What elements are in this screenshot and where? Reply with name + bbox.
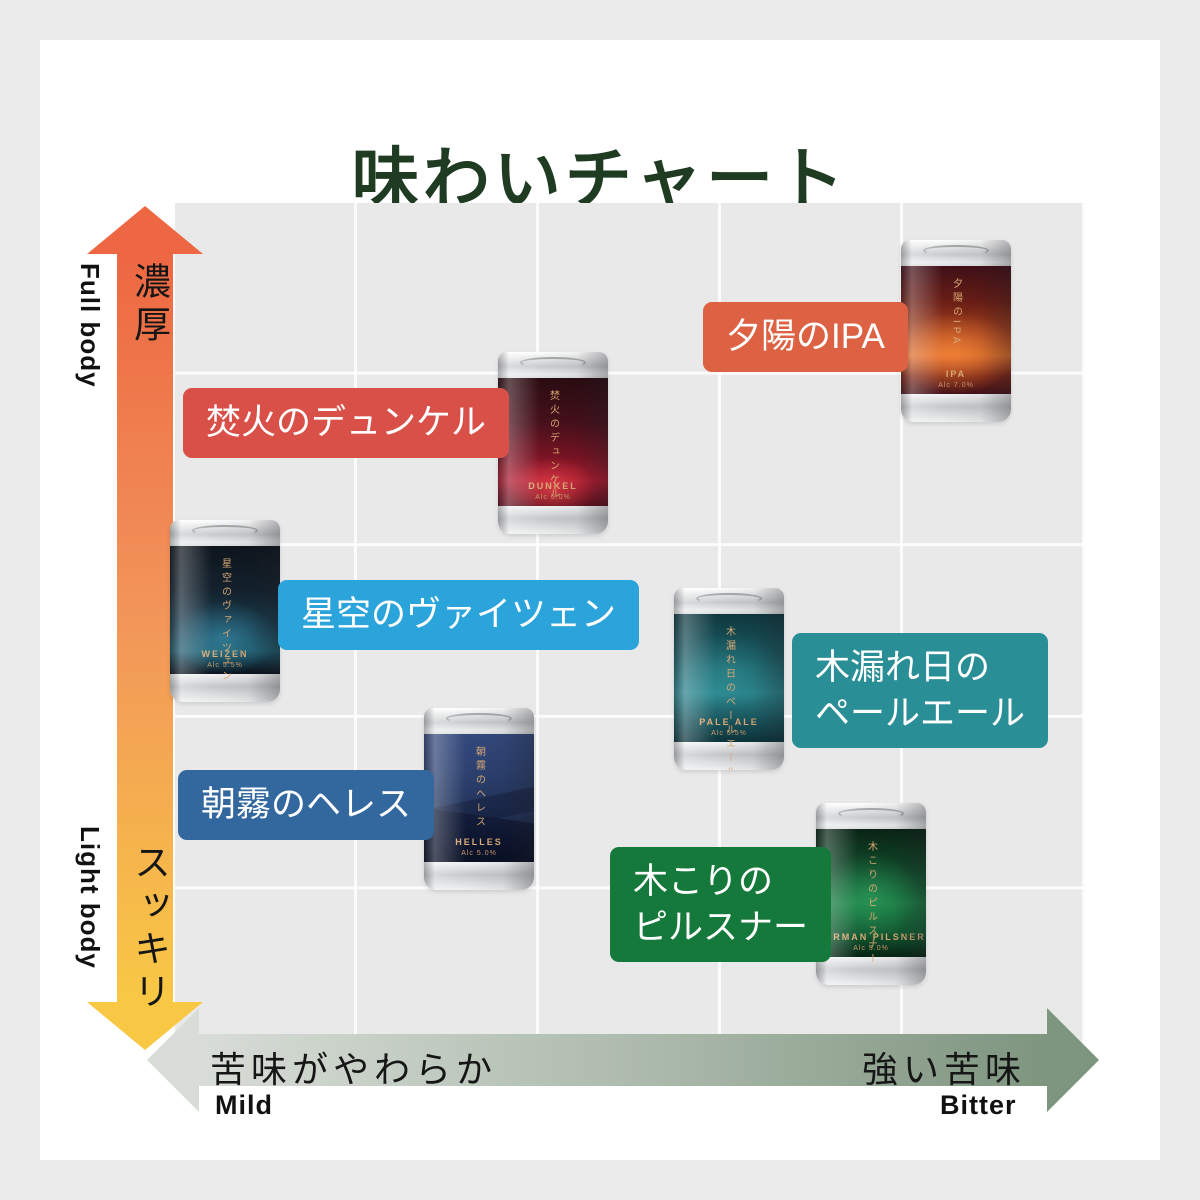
- axis-label-mild-jp: 苦味がやわらか: [210, 1049, 498, 1090]
- can-artwork-starry-sky: 星空のヴァイツェン WEIZEN Alc 5.5%: [170, 546, 280, 684]
- can-vertical-name: 夕陽のIPA: [950, 278, 962, 348]
- beer-name-tag-weizen: 星空のヴァイツェン: [278, 580, 640, 650]
- beer-name-tag-ipa: 夕陽のIPA: [703, 302, 908, 372]
- can-alc-text: Alc 5.0%: [535, 494, 571, 501]
- can-artwork-misty-mountains: 朝霧のヘレス HELLES Alc 5.0%: [424, 734, 534, 862]
- can-body: 星空のヴァイツェン WEIZEN Alc 5.5%: [170, 520, 280, 702]
- can-vertical-name: 朝霧のヘレス: [473, 746, 485, 830]
- axis-label-lightbody-en: Light body: [75, 826, 105, 969]
- tag-line: 星空のヴァイツェン: [301, 595, 617, 634]
- can-body: 木漏れ日のペールエール PALE ALE Alc 5.5%: [674, 588, 784, 770]
- can-vertical-name: 木漏れ日のペールエール: [723, 626, 735, 770]
- can-lid: [170, 520, 280, 546]
- can-body: 焚火のデュンケル DUNKEL Alc 5.0%: [498, 352, 608, 534]
- can-body: 夕陽のIPA IPA Alc 7.0%: [901, 240, 1011, 422]
- can-alc-text: Alc 7.0%: [938, 382, 974, 389]
- can-lid: [901, 240, 1011, 266]
- axis-label-fullbody-en: Full body: [75, 263, 105, 388]
- axis-label-mild-en: Mild: [215, 1090, 273, 1120]
- axis-label-lightbody-jp: スッキリ: [128, 843, 170, 1015]
- can-vertical-name: 焚火のデュンケル: [547, 390, 559, 502]
- beer-name-tag-pilsner: 木こりの ピルスナー: [610, 847, 832, 962]
- tag-line: 夕陽のIPA: [726, 317, 885, 356]
- can-body: 木こりのピルスナー GERMAN PILSNER Alc 5.0%: [816, 803, 926, 985]
- can-base: [901, 394, 1011, 422]
- tag-line: ペールエール: [815, 693, 1026, 733]
- arrowhead-left-icon: [147, 1008, 199, 1112]
- can-style-name: GERMAN PILSNER: [816, 932, 926, 942]
- beer-can-ipa: 夕陽のIPA IPA Alc 7.0%: [901, 240, 1011, 422]
- can-lid: [674, 588, 784, 614]
- can-body: 朝霧のヘレス HELLES Alc 5.0%: [424, 708, 534, 890]
- can-style-name: WEIZEN: [201, 649, 249, 659]
- can-alc-text: Alc 5.5%: [711, 730, 747, 737]
- can-artwork-forest-canopy: 木漏れ日のペールエール PALE ALE Alc 5.5%: [674, 614, 784, 770]
- can-base: [170, 674, 280, 702]
- arrowhead-up-icon: [87, 206, 203, 254]
- can-base: [674, 742, 784, 770]
- can-alc-text: Alc 5.5%: [207, 662, 243, 669]
- can-style-name: IPA: [945, 369, 967, 379]
- tag-line: 木こりの: [633, 862, 774, 901]
- can-style-name: DUNKEL: [528, 481, 578, 491]
- can-vertical-name: 木こりのピルスナー: [865, 841, 877, 967]
- tag-line: ピルスナー: [633, 907, 809, 947]
- tag-line: 焚火のデュンケル: [206, 403, 487, 442]
- can-style-name: HELLES: [455, 837, 503, 847]
- tag-line: 朝霧のヘレス: [201, 785, 412, 824]
- beer-name-tag-dunkel: 焚火のデュンケル: [183, 388, 510, 458]
- tag-line: 木漏れ日の: [815, 648, 991, 687]
- can-artwork-deep-forest: 木こりのピルスナー GERMAN PILSNER Alc 5.0%: [816, 829, 926, 967]
- can-alc-text: Alc 5.0%: [461, 850, 497, 857]
- beer-can-weizen: 星空のヴァイツェン WEIZEN Alc 5.5%: [170, 520, 280, 702]
- can-base: [424, 862, 534, 890]
- can-artwork-campfire: 焚火のデュンケル DUNKEL Alc 5.0%: [498, 378, 608, 506]
- can-lid: [424, 708, 534, 734]
- beer-can-dunkel: 焚火のデュンケル DUNKEL Alc 5.0%: [498, 352, 608, 534]
- can-base: [498, 506, 608, 534]
- horizontal-axis-arrow: [147, 1008, 1099, 1112]
- axis-label-fullbody-jp: 濃厚: [128, 262, 170, 348]
- arrowhead-right-icon: [1047, 1008, 1099, 1112]
- can-artwork-sunset-forest: 夕陽のIPA IPA Alc 7.0%: [901, 266, 1011, 394]
- can-vertical-name: 星空のヴァイツェン: [219, 558, 231, 684]
- vertical-axis-arrow: [87, 206, 203, 1050]
- beer-can-pilsner: 木こりのピルスナー GERMAN PILSNER Alc 5.0%: [816, 803, 926, 985]
- can-base: [816, 957, 926, 985]
- can-alc-text: Alc 5.0%: [853, 945, 889, 952]
- axis-label-bitter-en: Bitter: [940, 1090, 1017, 1120]
- can-lid: [816, 803, 926, 829]
- axis-label-bitter-jp: 強い苦味: [862, 1049, 1027, 1090]
- beer-name-tag-helles: 朝霧のヘレス: [178, 770, 435, 840]
- can-lid: [498, 352, 608, 378]
- beer-name-tag-paleale: 木漏れ日の ペールエール: [792, 633, 1049, 748]
- can-style-name: PALE ALE: [699, 717, 759, 727]
- beer-can-helles: 朝霧のヘレス HELLES Alc 5.0%: [424, 708, 534, 890]
- beer-can-paleale: 木漏れ日のペールエール PALE ALE Alc 5.5%: [674, 588, 784, 770]
